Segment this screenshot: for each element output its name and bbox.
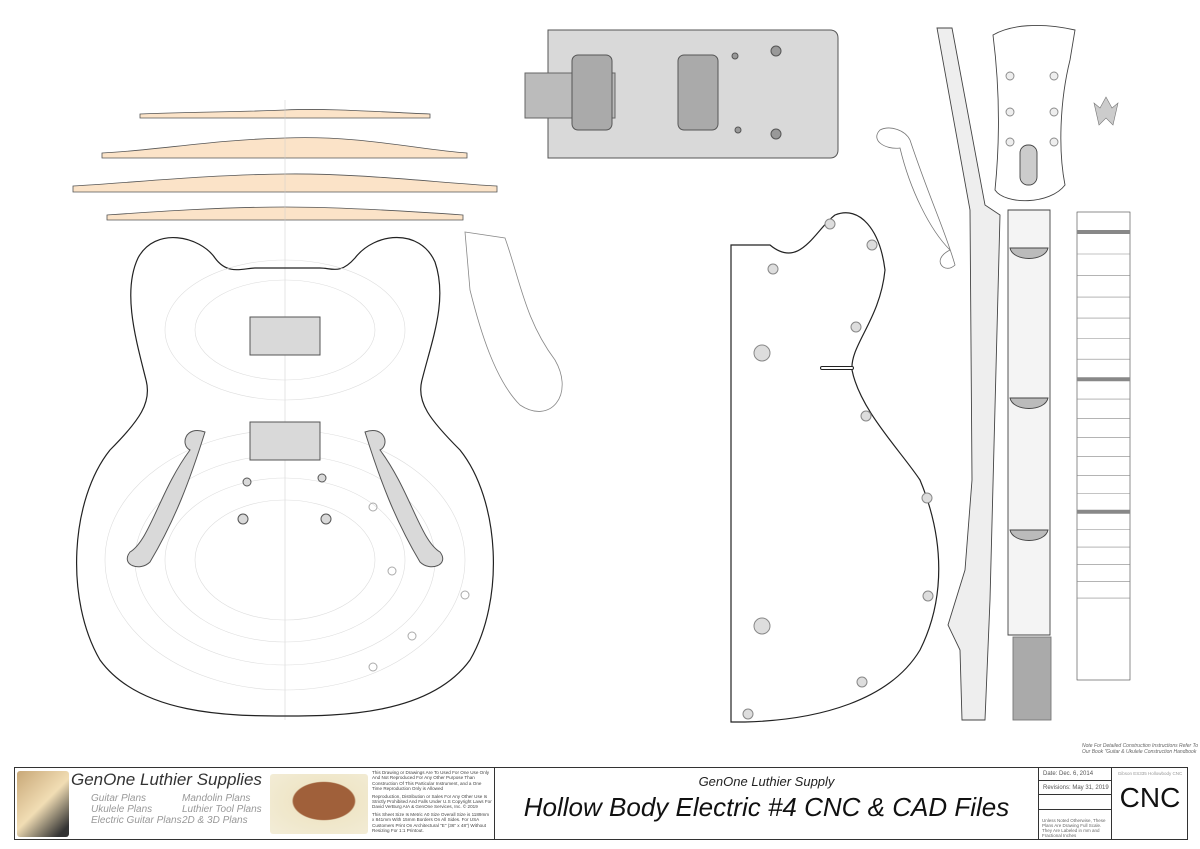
sheet-id: Gibson ES335 Hollowbody CNC CNC bbox=[1112, 768, 1188, 839]
bridge-template bbox=[524, 29, 839, 159]
scale-note: Unless Noted Otherwise, These Plans Are … bbox=[1042, 818, 1106, 838]
plan-link[interactable]: 2D & 3D Plans bbox=[182, 815, 248, 826]
title-area: GenOne Luthier Supply Hollow Body Electr… bbox=[494, 768, 1039, 839]
fretboard bbox=[1076, 211, 1131, 681]
guitar-plan-drawing bbox=[72, 24, 1131, 723]
plan-link[interactable]: Electric Guitar Plans bbox=[91, 815, 182, 826]
model-name: Gibson ES335 Hollowbody CNC bbox=[1117, 771, 1183, 776]
mold-photo bbox=[270, 774, 368, 834]
legal-text: Reproduction, Distribution or Sales For … bbox=[372, 793, 492, 810]
title-block: GenOne Luthier Supplies Guitar Plans Uku… bbox=[14, 767, 1188, 840]
book-note: Note For Detailed Construction Instructi… bbox=[1082, 743, 1198, 755]
pickguard bbox=[464, 231, 563, 412]
subtitle: GenOne Luthier Supply bbox=[698, 774, 835, 789]
brand-name: GenOne Luthier Supplies bbox=[71, 770, 262, 789]
plan-link[interactable]: Luthier Tool Plans bbox=[182, 804, 262, 815]
legal-text: This Drawing or Drawings Are To Used For… bbox=[372, 770, 490, 792]
legal-notice: This Drawing or Drawings Are To Used For… bbox=[370, 768, 494, 839]
body-side-template bbox=[730, 212, 940, 723]
guitar-photo bbox=[17, 771, 69, 837]
neck-top-view bbox=[992, 24, 1076, 721]
plan-link[interactable]: Ukulele Plans bbox=[91, 804, 153, 815]
blank-row bbox=[1039, 796, 1111, 810]
f-hole-template bbox=[876, 127, 956, 269]
guitar-body-top bbox=[76, 236, 494, 717]
plan-link[interactable]: Mandolin Plans bbox=[182, 793, 251, 804]
headstock-inlay bbox=[1093, 96, 1119, 126]
dates-area: Date: Dec. 6, 2014 Revisions: May 31, 20… bbox=[1039, 768, 1112, 839]
page-title: Hollow Body Electric #4 CNC & CAD Files bbox=[523, 792, 1010, 822]
neck-side-profile bbox=[936, 27, 1001, 721]
sheet-label: CNC bbox=[1119, 782, 1181, 813]
date: Date: Dec. 6, 2014 bbox=[1039, 768, 1111, 781]
logo-area: GenOne Luthier Supplies Guitar Plans Uku… bbox=[15, 768, 370, 839]
revisions: Revisions: May 31, 2019 bbox=[1039, 782, 1111, 795]
legal-text: This Sheet Size Is Metric A0 Size Overal… bbox=[372, 811, 490, 834]
plan-link[interactable]: Guitar Plans bbox=[91, 793, 147, 804]
